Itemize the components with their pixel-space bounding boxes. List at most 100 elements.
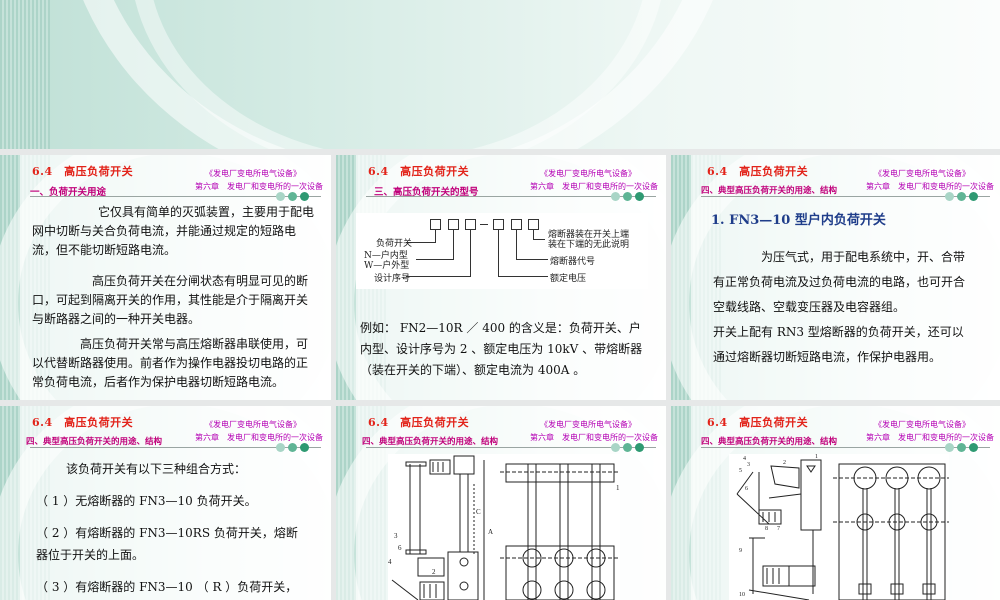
chapter-title: 第六章 发电厂和变电所的一次设备 (530, 433, 658, 442)
svg-text:8: 8 (765, 526, 768, 532)
leader-line (453, 230, 454, 259)
slide-thumbnail-4[interactable]: 6.4 高压负荷开关 四、典型高压负荷开关的用途、结构 《发电厂变电所电气设备》… (0, 406, 331, 600)
svg-text:6: 6 (745, 486, 748, 492)
decorative-stripes (0, 0, 50, 149)
slide-thumbnail-1[interactable]: 6.4 高压负荷开关 一、负荷开关用途 《发电厂变电所电气设备》 第六章 发电厂… (0, 155, 331, 400)
list-item: （ 3 ）有熔断器的 FN3—10 （ R ）负荷开关， (36, 580, 298, 594)
svg-text:9: 9 (739, 548, 742, 554)
paragraph: 高压负荷开关在分闸状态有明显可见的断口，可起到隔离开关的作用，其性能是介于隔离开… (32, 274, 309, 326)
list-item: （ 1 ）无熔断器的 FN3—10 负荷开关。 (36, 494, 257, 508)
book-title: 《发电厂变电所电气设备》 (205, 169, 301, 178)
list-item: （ 2 ）有熔断器的 FN3—10RS 负荷开关，熔断器位于开关的上面。 (36, 526, 298, 562)
svg-text:5: 5 (739, 468, 742, 474)
header-divider (30, 196, 321, 197)
dot-icon (611, 192, 620, 201)
paragraph: 开关上配有 RN3 型熔断器的负荷开关，还可以通过熔断器切断短路电流，作保护电器… (713, 325, 964, 364)
slide-body: 为压气式，用于配电系统中，开、合带有正常负荷电流及过负荷电流的电路，也可开合空载… (713, 245, 973, 370)
svg-text:3: 3 (747, 462, 750, 468)
dot-icon (945, 443, 954, 452)
dot-icon (945, 192, 954, 201)
book-title: 《发电厂变电所电气设备》 (540, 420, 636, 429)
paragraph: 高压负荷开关常与高压熔断器串联使用，可以代替断路器使用。前者作为操作电器投切电路… (32, 337, 309, 389)
leader-line (498, 276, 548, 277)
load-switch-technical-drawing: 3 6 4 2 C A 1 (388, 454, 620, 600)
svg-text:1: 1 (616, 484, 620, 492)
book-title: 《发电厂变电所电气设备》 (540, 169, 636, 178)
dot-icon (635, 192, 644, 201)
section-title: 三、高压负荷开关的型号 (374, 187, 479, 198)
dot-icon (288, 192, 297, 201)
code-box (448, 219, 459, 230)
diagram-label: 设计序号 (374, 274, 411, 284)
diagram-label: N—户内型 (364, 251, 408, 261)
dot-icon (288, 443, 297, 452)
dot-icon (300, 192, 309, 201)
header-divider (366, 196, 656, 197)
svg-text:A: A (488, 528, 493, 536)
diagram-label: 熔断器装在开关上端 (548, 230, 630, 240)
svg-text:10: 10 (739, 592, 745, 598)
section-title: 四、典型高压负荷开关的用途、结构 (701, 186, 838, 196)
svg-text:3: 3 (394, 532, 398, 540)
leader-line (406, 276, 471, 277)
paragraph: 为压气式，用于配电系统中，开、合带有正常负荷电流及过负荷电流的电路，也可开合空载… (713, 250, 966, 314)
slide-body: 该负荷开关有以下三种组合方式： （ 1 ）无熔断器的 FN3—10 负荷开关。 … (36, 458, 306, 598)
dot-icon (300, 443, 309, 452)
diagram-label: 额定电压 (550, 274, 587, 284)
chapter-title: 第六章 发电厂和变电所的一次设备 (530, 182, 658, 191)
header-divider (701, 447, 990, 448)
svg-text:2: 2 (783, 460, 786, 466)
section-title: 一、负荷开关用途 (30, 187, 107, 198)
leader-line (416, 259, 454, 260)
section-title: 四、典型高压负荷开关的用途、结构 (701, 437, 838, 447)
svg-text:6: 6 (398, 544, 402, 552)
slide-thumbnail-6[interactable]: 6.4 高压负荷开关 四、典型高压负荷开关的用途、结构 《发电厂变电所电气设备》… (671, 406, 1000, 600)
code-box (430, 219, 441, 230)
content-pane (20, 406, 331, 600)
decorative-dots (611, 443, 644, 452)
decorative-dots (611, 192, 644, 201)
code-box (465, 219, 476, 230)
decorative-dots (945, 443, 978, 452)
diagram-label: 熔断器代号 (550, 257, 596, 267)
diagram-label: W—户外型 (364, 261, 410, 271)
leader-line (406, 242, 436, 243)
svg-text:7: 7 (777, 526, 780, 532)
dot-icon (957, 443, 966, 452)
book-title: 《发电厂变电所电气设备》 (205, 420, 301, 429)
svg-text:C: C (476, 508, 481, 516)
diagram-label: 负荷开关 (376, 239, 413, 249)
load-switch-technical-drawing: 1 2 3 4 5 6 7 8 9 10 (729, 454, 949, 600)
intro-line: 该负荷开关有以下三种组合方式： (66, 462, 247, 476)
chapter-title: 第六章 发电厂和变电所的一次设备 (195, 433, 323, 442)
decorative-dots (945, 192, 978, 201)
slide-thumbnail-3[interactable]: 6.4 高压负荷开关 四、典型高压负荷开关的用途、结构 《发电厂变电所电气设备》… (671, 155, 1000, 400)
dot-icon (957, 192, 966, 201)
dash (480, 224, 488, 225)
chapter-title: 第六章 发电厂和变电所的一次设备 (866, 182, 994, 191)
header-divider (30, 447, 321, 448)
dot-icon (969, 192, 978, 201)
dot-icon (969, 443, 978, 452)
slide-thumbnail-top[interactable] (0, 0, 1000, 149)
section-number: 6.4 高压负荷开关 (32, 165, 134, 178)
code-box (528, 219, 539, 230)
code-box (493, 219, 504, 230)
leader-line (516, 259, 548, 260)
svg-text:4: 4 (388, 558, 392, 566)
slide-thumbnail-5[interactable]: 6.4 高压负荷开关 四、典型高压负荷开关的用途、结构 《发电厂变电所电气设备》… (336, 406, 666, 600)
header-divider (366, 447, 656, 448)
slide-thumbnail-2[interactable]: 6.4 高压负荷开关 三、高压负荷开关的型号 《发电厂变电所电气设备》 第六章 … (336, 155, 666, 400)
header-divider (701, 196, 990, 197)
section-title: 四、典型高压负荷开关的用途、结构 (26, 437, 163, 447)
leader-line (533, 239, 545, 240)
book-title: 《发电厂变电所电气设备》 (874, 169, 970, 178)
chapter-title: 第六章 发电厂和变电所的一次设备 (195, 182, 323, 191)
svg-text:2: 2 (432, 568, 436, 576)
dot-icon (611, 443, 620, 452)
section-number: 6.4 高压负荷开关 (707, 165, 809, 178)
leader-line (435, 230, 436, 242)
slide-body: 它仅具有简单的灭弧装置，主要用于配电网中切断与关合负荷电流，并能通过规定的短路电… (32, 203, 314, 392)
diagram-label: 装在下端的无此说明 (548, 240, 630, 250)
decorative-dots (276, 443, 309, 452)
